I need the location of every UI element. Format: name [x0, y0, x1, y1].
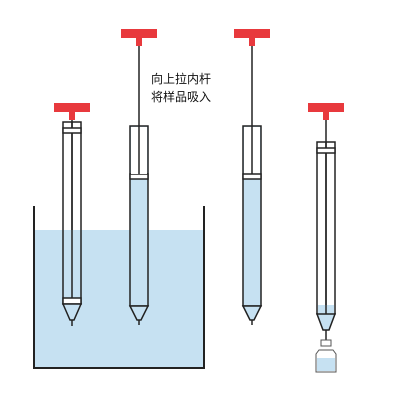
- sampler-2-piston: [129, 173, 149, 180]
- sampler-1-piston: [62, 127, 82, 134]
- sampler-3-piston: [242, 173, 262, 180]
- sampler-2-tip: [128, 305, 150, 321]
- sample-vial: [315, 339, 337, 373]
- sampler-1: [54, 103, 90, 326]
- sampler-2-handle-stem: [136, 38, 142, 46]
- beaker-outline: [33, 206, 205, 369]
- sampler-3-tip: [241, 305, 263, 321]
- sampler-1-bottom-plug: [62, 297, 82, 305]
- vial-cap: [320, 339, 332, 347]
- sampler-4-handle-cap: [308, 103, 344, 112]
- annotation-line-2: 将样品吸入: [151, 90, 212, 104]
- sampler-3-handle-stem: [249, 38, 255, 46]
- sampler-1-tip: [61, 303, 83, 321]
- sampler-4-handle-stem: [323, 112, 329, 120]
- sampler-1-handle-cap: [54, 103, 90, 112]
- beaker-liquid: [34, 230, 204, 368]
- sampler-2-handle-cap: [121, 29, 157, 38]
- sampler-3-handle-cap: [234, 29, 270, 38]
- sampler-1-handle-stem: [69, 112, 75, 120]
- annotation-line-1: 向上拉内杆: [151, 72, 212, 86]
- sampler-4: [308, 103, 344, 340]
- vial-liquid: [317, 358, 335, 371]
- sampler-4-tip: [315, 313, 337, 331]
- sampler-4-piston: [316, 147, 336, 154]
- sampler-3: [234, 29, 270, 325]
- sampler-2: [121, 29, 157, 325]
- beaker: [33, 206, 205, 369]
